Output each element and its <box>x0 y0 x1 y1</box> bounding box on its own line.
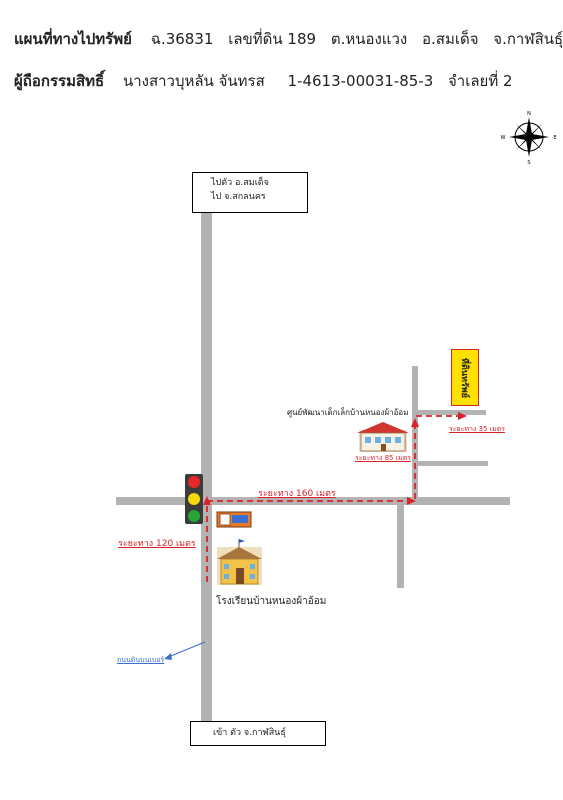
id-number: 1-4613-00031-85-3 <box>287 72 434 90</box>
branch-road-upper <box>418 410 486 415</box>
school-label: โรงเรียนบ้านหนองผ้าอ้อม <box>216 596 327 607</box>
branch-road-lower <box>418 461 488 466</box>
header-row-1: แผนที่ทางไปทรัพย์ ฉ.36831 เลขที่ดิน 189 … <box>14 27 563 51</box>
property-plot: ที่ดินทรัพย์ <box>451 349 479 406</box>
compass-e: E <box>553 135 556 141</box>
land-number: เลขที่ดิน 189 <box>228 30 317 48</box>
main-road <box>201 205 212 723</box>
distance-35-label: ระยะทาง 35 เมตร <box>449 425 506 433</box>
deed-number: ฉ.36831 <box>150 30 214 48</box>
traffic-light-icon <box>185 474 203 524</box>
compass-w: W <box>501 135 506 141</box>
compass-icon: N S W E <box>501 111 557 166</box>
map-title: แผนที่ทางไปทรัพย์ <box>14 30 132 48</box>
shop-icon <box>216 511 252 528</box>
pointer-arrowhead <box>164 653 172 660</box>
school-icon <box>217 539 262 585</box>
pointer-line <box>165 641 206 659</box>
road-note-label: ถนนดินบนเบอร์ <box>117 656 165 664</box>
owner-name: นางสาวบุหลัน จันทรส <box>122 72 265 90</box>
childcare-center-label: ศูนย์พัฒนาเด็กเล็กบ้านหนองผ้าอ้อม <box>287 408 409 417</box>
province: จ.กาฬสินธุ์ <box>493 30 563 48</box>
compass-s: S <box>527 160 530 166</box>
district: อ.สมเด็จ <box>422 30 479 48</box>
distance-85-label: ระยะทาง 85 เมตร <box>355 454 412 462</box>
compass-n: N <box>527 111 531 117</box>
subdistrict: ต.หนองแวง <box>330 30 408 48</box>
sign-top-line-1: ไปตัว อ.สมเด็จ <box>211 178 269 188</box>
sign-top-line-2: ไป จ.สกลนคร <box>211 192 266 202</box>
distance-160-label: ระยะทาง 160 เมตร <box>258 489 336 499</box>
defendant-label: จำเลยที่ 2 <box>448 72 513 90</box>
property-label: ที่ดินทรัพย์ <box>459 357 469 398</box>
side-road-north <box>412 366 418 497</box>
sign-top: ไปตัว อ.สมเด็จ ไป จ.สกลนคร <box>192 172 308 213</box>
route-arrow-up-2 <box>411 418 419 427</box>
route-arrow-right <box>407 497 416 505</box>
route-arrow-end <box>458 412 467 420</box>
owner-label: ผู้ถือกรรมสิทธิ์ <box>14 72 105 90</box>
route-arrow-up <box>203 496 211 505</box>
route-path <box>206 415 463 582</box>
header-row-2: ผู้ถือกรรมสิทธิ์ นางสาวบุหลัน จันทรส 1-4… <box>14 69 513 93</box>
sign-bottom: เข้า ตัว จ.กาฬสินธุ์ <box>190 721 326 746</box>
distance-120-label: ระยะทาง 120 เมตร <box>118 539 196 549</box>
childcare-center-icon <box>357 422 409 452</box>
sign-bottom-label: เข้า ตัว จ.กาฬสินธุ์ <box>213 728 286 738</box>
side-road-south <box>397 505 404 588</box>
